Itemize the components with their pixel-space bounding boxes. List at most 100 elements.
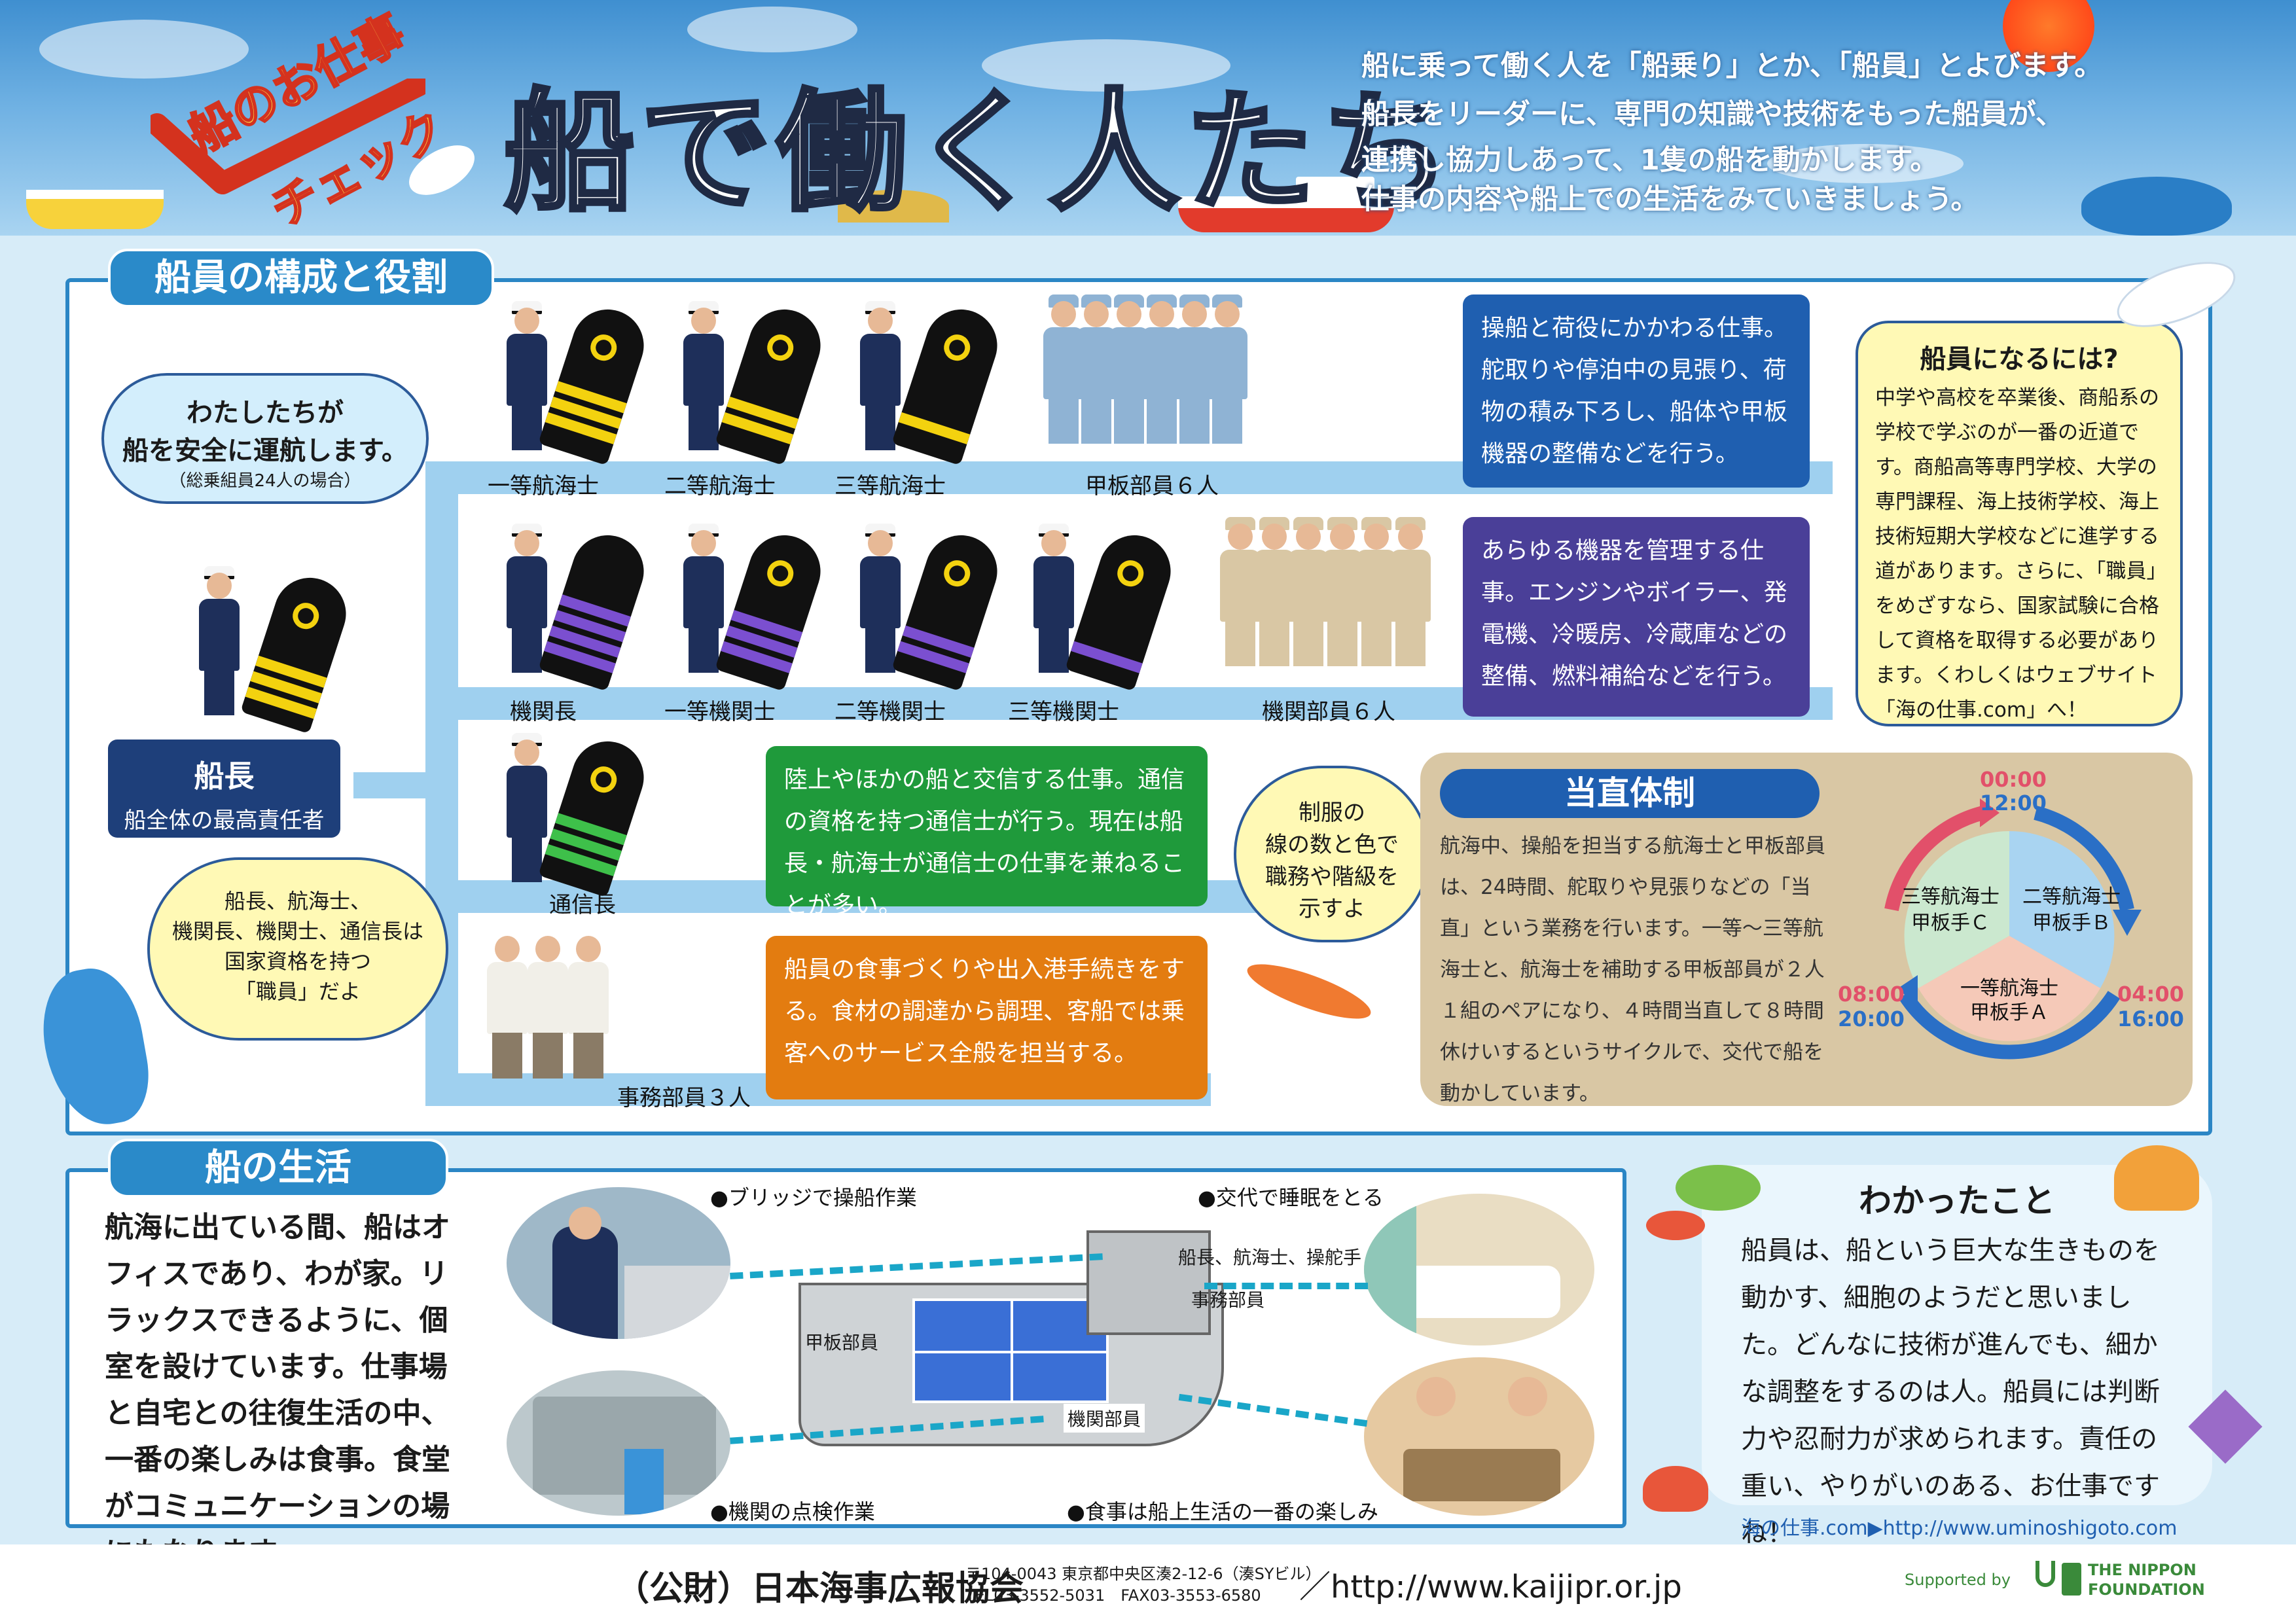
ship-label-engine: 機関部員 [1064, 1404, 1145, 1433]
watch-segment-c [1904, 830, 2009, 988]
cloud [39, 20, 249, 79]
radio-officer-figure [504, 733, 550, 883]
fish-icon [1646, 1211, 1705, 1240]
bubble-line: 職務や階級を [1265, 864, 1399, 890]
time-label: 16:00 [2117, 1007, 2184, 1031]
bubble-line: 船長、航海士、 [224, 889, 371, 914]
life-section-tab: 船の生活 [108, 1139, 448, 1198]
role-label: 二等航海士 [664, 473, 776, 499]
bubble-note: （総乗組員24人の場合） [169, 471, 361, 491]
captain-speech-bubble: わたしたちが 船を安全に運航します。 （総乗組員24人の場合） [101, 373, 429, 504]
ship-icon [26, 190, 164, 229]
dashed-link [1204, 1283, 1368, 1289]
crab-icon [1643, 1466, 1708, 1512]
fish-icon [1676, 1165, 1761, 1211]
bridge-photo [504, 1185, 733, 1342]
learned-body: 船員は、船という巨大な生きものを動かす、細胞のようだと思いました。どんなに技術が… [1741, 1236, 2160, 1548]
bubble-line: 船を安全に運航します。 [122, 436, 408, 466]
bubble-line: 線の数と色で [1265, 832, 1399, 858]
intro-line: 船に乗って働く人を「船乗り」とか、「船員」とよびます。 [1361, 50, 2103, 82]
deck-role-box: 操船と荷役にかかわる仕事。舵取りや停泊中の見張り、荷物の積み下ろし、船体や甲板機… [1463, 294, 1810, 488]
caption-bridge: ●ブリッジで操船作業 [710, 1185, 917, 1210]
role-label: 一等機関士 [664, 699, 776, 725]
radio-role-box: 陸上やほかの船と交信する仕事。通信の資格を持つ通信士が行う。現在は船長・航海士が… [766, 746, 1208, 919]
role-label: 機関部員６人 [1262, 699, 1395, 725]
jellyfish-icon [2114, 1145, 2199, 1211]
time-label: 04:00 [2117, 982, 2184, 1007]
purser-role-box: 船員の食事づくりや出入港手続きをする。食材の調達から調理、客船では乗客へのサービ… [766, 936, 1208, 1099]
crew-section-tab: 船員の構成と役割 [108, 249, 494, 308]
deck-crew-group [1041, 294, 1247, 458]
bubble-line: 示すよ [1299, 896, 1365, 922]
engineer-figure [857, 524, 903, 674]
ship-label-deck: 甲板部員 [805, 1332, 879, 1353]
sponsor-name: THE NIPPON [2088, 1561, 2197, 1579]
footer-org: （公財）日本海事広報協会 [615, 1569, 1024, 1609]
learned-box: わかったこと 船員は、船という巨大な生きものを動かす、細胞のようだと思いました。… [1702, 1165, 2212, 1548]
whale-icon [2081, 177, 2232, 236]
role-label: 一等航海士 [488, 473, 599, 499]
engine-crew-group [1217, 517, 1433, 681]
bubble-line: 機関長、機関士、通信長は [171, 919, 423, 944]
footer-address: 〒104-0043 東京都中央区湊2-12-6（湊SYビル） [965, 1565, 1321, 1583]
role-label: 三等航海士 [834, 473, 946, 499]
sponsor-name: FOUNDATION [2088, 1580, 2205, 1599]
intro-line: 船長をリーダーに、専門の知識や技術をもった船員が、 [1361, 98, 2064, 131]
officer-figure [504, 301, 550, 452]
intro-line: 連携し協力しあって、1隻の船を動かします。 [1361, 144, 1939, 177]
bubble-line: 制服の [1299, 800, 1365, 826]
role-label: 通信長 [549, 892, 616, 918]
officer-figure [681, 301, 726, 452]
nippon-foundation-mark [2062, 1563, 2081, 1596]
bubble-line: 「職員」だよ [234, 979, 361, 1004]
watch-officer-a: 一等航海士 [1960, 977, 2058, 1000]
captain-connector [353, 772, 445, 798]
supported-by: Supported by [1905, 1571, 2011, 1589]
caption-meal: ●食事は船上生活の一番の楽しみ [1067, 1499, 1378, 1524]
watch-officer-b: 二等航海士 [2022, 885, 2121, 908]
watch-cycle-diagram [1884, 798, 2142, 1060]
learned-title: わかったこと [1859, 1182, 2055, 1220]
engineer-figure [1031, 524, 1077, 674]
time-label: 20:00 [1838, 1007, 1905, 1031]
intro-line: 仕事の内容や船上での生活をみていきましょう。 [1361, 183, 1979, 216]
role-label: 二等機関士 [834, 699, 946, 725]
cloud [982, 39, 1230, 92]
cloud [1767, 144, 1964, 183]
role-label: 三等機関士 [1008, 699, 1119, 725]
engineer-figure [504, 524, 550, 674]
time-label: 00:00 [1980, 767, 2047, 792]
learned-link[interactable]: 海の仕事.com▶http://www.uminoshigoto.com [1741, 1517, 2178, 1540]
how-to-box: 船員になるには? 中学や高校を卒業後、商船系の学校で学ぶのが一番の近道です。商船… [1856, 321, 2183, 726]
captain-title: 船長 [194, 758, 255, 794]
ship-label-office: 事務部員 [1191, 1289, 1265, 1311]
uniform-bubble: 制服の 線の数と色で 職務や階級を 示すよ [1234, 766, 1430, 942]
meal-photo [1361, 1355, 1597, 1518]
header-banner [0, 0, 2296, 236]
life-body: 航海に出ている間、船はオフィスであり、わが家。リラックスできるように、個室を設け… [105, 1211, 450, 1569]
cloud [687, 7, 857, 52]
watch-title: 当直体制 [1440, 769, 1820, 818]
how-to-body: 中学や高校を卒業後、商船系の学校で学ぶのが一番の近道です。商船高等専門学校、大学… [1875, 386, 2159, 722]
watch-body: 航海中、操船を担当する航海士と甲板部員は、24時間、舵取りや見張りなどの「当直」… [1440, 834, 1825, 1105]
watch-crew-a: 甲板手Ａ [1970, 1001, 2049, 1024]
footer-url[interactable]: ／http://www.kaijipr.or.jp [1299, 1569, 1682, 1605]
watch-segment-b [2009, 830, 2115, 988]
footer-phone: TEL03-3552-5031 FAX03-3553-6580 [965, 1586, 1261, 1605]
captain-box: 船長 船全体の最高責任者 [108, 740, 340, 838]
engine-role-box: あらゆる機器を管理する仕事。エンジンやボイラー、発電機、冷暖房、冷蔵庫などの整備… [1463, 517, 1810, 717]
licensed-bubble: 船長、航海士、 機関長、機関士、通信長は 国家資格を持つ 「職員」だよ [147, 857, 448, 1041]
ship-superstructure [1086, 1230, 1211, 1335]
caption-sleep: ●交代で睡眠をとる [1198, 1185, 1384, 1210]
captain-desc: 船全体の最高責任者 [124, 808, 325, 834]
caption-engine: ●機関の点検作業 [710, 1499, 875, 1524]
page-title: 船で働く人たち [502, 75, 1458, 231]
role-label: 機関長 [510, 699, 577, 725]
captain-figure [196, 566, 242, 717]
check-icon [151, 79, 425, 194]
watch-segment-a [1918, 936, 2100, 1041]
ship-label-officers: 船長、航海士、操舵手 [1178, 1247, 1362, 1268]
sleep-photo [1361, 1191, 1597, 1348]
sun-icon [2003, 0, 2094, 72]
time-label: 08:00 [1838, 982, 1905, 1007]
